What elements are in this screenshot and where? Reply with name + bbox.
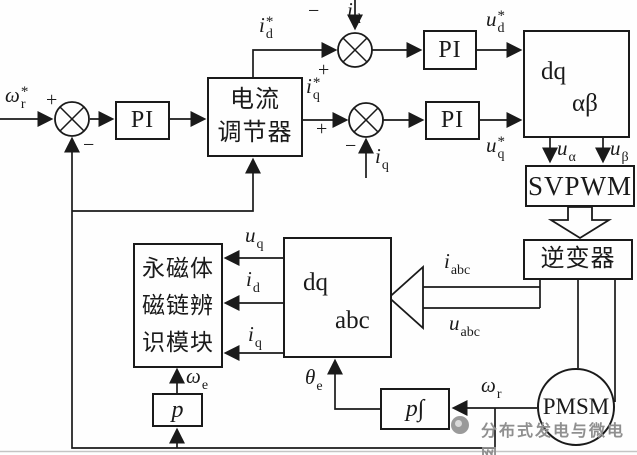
dq-ab-numerator: dq [541,58,566,85]
summing-cross-d-axis [342,37,368,63]
inverter-block: 逆变器 [523,239,633,280]
dq-to-abc-block: dq abc [283,237,392,358]
flux-id-line1: 永磁体 [142,256,214,281]
sign-speed-minus: − [83,134,95,156]
sign-d-minus: − [308,0,320,22]
label-ud-ref: u*d [486,7,505,36]
dq-to-alphabeta-block: dq αβ [523,30,630,138]
dq-abc-denominator: abc [335,307,370,334]
current-regulator-line2: 调节器 [217,120,293,146]
dq-ab-denominator: αβ [572,90,598,117]
pi-speed-block: PI [115,101,170,140]
p-integrator-block: p∫ [380,388,450,430]
pole-pairs-block: p [152,393,203,427]
svpwm-block: SVPWM [525,165,635,207]
current-regulator-line1: 电流 [230,87,280,113]
label-id-ref: i*d [259,13,274,42]
pi-q-label: PI [440,107,465,133]
pmsm-label: PMSM [542,394,610,419]
wire-speed-feedback [63,136,496,449]
current-regulator-block: 电流 调节器 [207,77,303,157]
sign-speed-plus: + [46,89,58,111]
label-iq-ref: i*q [306,74,321,103]
pole-pairs-label: p [171,396,184,423]
pi-q-axis-block: PI [425,101,480,140]
dq-abc-numerator: dq [303,269,328,296]
sign-d-plus: + [318,59,330,81]
p-integrator-label: p∫ [405,395,425,422]
label-omega-ref: ω*r [5,83,29,112]
wire-theta-e [326,358,380,410]
watermark-logo-icon [451,416,469,434]
sign-q-minus: − [345,135,357,157]
summing-cross-q-axis [353,107,379,133]
pi-d-axis-block: PI [423,30,477,70]
summing-cross-speed [59,106,85,132]
flux-id-line2: 磁链辨 [142,293,214,318]
wire-id-ref [252,41,338,78]
wire-feedback-to-current-reg [72,157,262,212]
pi-d-label: PI [438,36,462,63]
label-uq-ref: u*q [486,133,505,162]
svpwm-label: SVPWM [527,170,633,201]
sign-q-plus: + [316,118,328,140]
pmsm-motor: PMSM [537,368,615,446]
flux-id-line3: 识模块 [142,330,214,355]
hollow-arrow-abc-input [387,264,424,331]
flux-identification-block: 永磁体 磁链辨 识模块 [133,243,223,368]
hollow-arrow-svpwm-to-inverter [547,206,613,240]
watermark-text: 分布式发电与微电网 [481,423,626,455]
pi-speed-label: PI [130,107,155,133]
inverter-label: 逆变器 [540,246,616,272]
